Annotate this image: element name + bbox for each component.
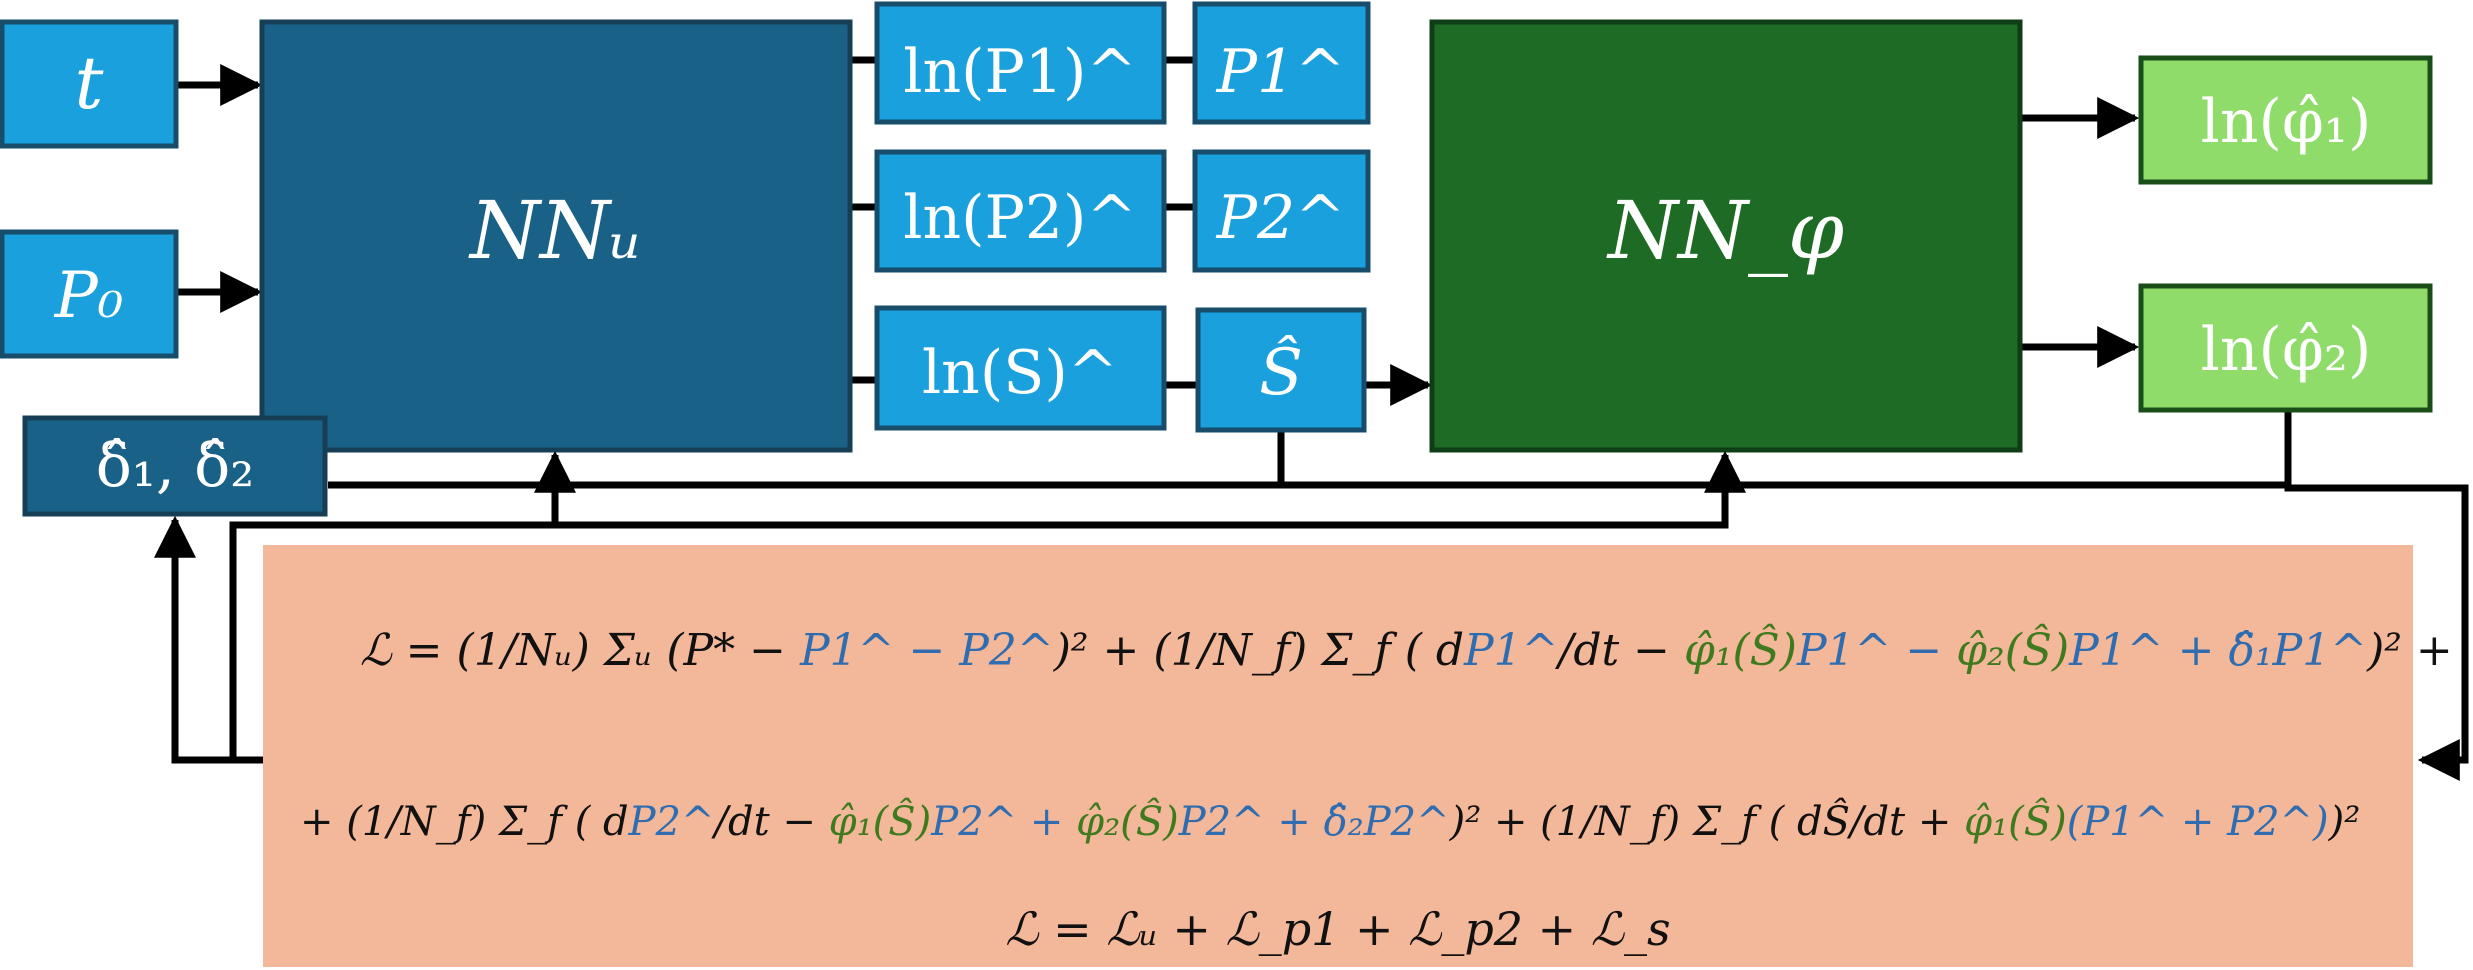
loss-l1-e: /dt − [1555,625,1685,676]
connectors [154,56,2469,781]
loss-l2-h: )² + (1/N_f) Σ_f ( dŜ/dt + [1449,798,1964,845]
ln-p2-box: ln(P2)^ [874,149,1167,273]
loss-l2-e: P2^ + [930,799,1076,845]
loss-l2-d: φ̂₁(Ŝ) [829,798,932,845]
ln-p2-label: ln(P2)^ [903,183,1136,253]
loss-l2-f: φ̂₂(Ŝ) [1076,798,1179,845]
out-phi1-box: ln(φ̂₁) [2138,55,2433,185]
loss-l2-i: φ̂₁(Ŝ) [1964,798,2067,845]
input-t-label: t [75,41,105,125]
ln-s-label: ln(S)^ [922,338,1118,408]
loss-equation-line3: ℒ = ℒᵤ + ℒ_p1 + ℒ_p2 + ℒ_s [1005,902,1670,956]
loss-l2-g: P2^ + δ̂₂P2^ [1178,799,1450,845]
loss-panel: ℒ = (1/Nᵤ) Σᵤ (P* − P1^ − P2^)² + (1/N_f… [263,545,2453,967]
out-phi1-label: ln(φ̂₁) [2201,87,2372,157]
loss-l1-a: ℒ = (1/Nᵤ) Σᵤ (P* − [360,625,800,676]
nn-u-block: NNᵤ [259,19,853,453]
nn-phi-block: NN_φ [1429,19,2023,453]
wire-loss-to-delta [154,515,263,764]
input-p0-label: P₀ [54,259,124,333]
s-hat-box: Ŝ [1195,307,1367,433]
loss-equation-line2: + (1/N_f) Σ_f ( dP2^/dt − φ̂₁(Ŝ)P2^ + φ̂… [300,798,2360,845]
delta-hat-label: δ̂₁, δ̂₂ [96,431,255,501]
loss-l1-i: P1^ + δ̂₁P1^ [2068,625,2367,676]
loss-l1-c: )² + (1/N_f) Σ_f ( d [1053,625,1464,676]
loss-l1-b: P1^ − P2^ [799,625,1054,676]
out-phi2-label: ln(φ̂₂) [2201,315,2372,385]
loss-l1-g: P1^ − [1796,625,1956,676]
loss-l2-a: + (1/N_f) Σ_f ( d [300,799,629,845]
wire-phi2-feedback [2284,410,2469,781]
loss-l1-d: P1^ [1463,625,1558,676]
nn-phi-label: NN_φ [1606,184,1844,277]
loss-equation-line1: ℒ = (1/Nᵤ) Σᵤ (P* − P1^ − P2^)² + (1/N_f… [360,623,2453,676]
p1-hat-box: P1^ [1192,1,1371,125]
input-t-box: t [0,19,179,149]
p2-hat-box: P2^ [1192,149,1371,273]
nn-u-label: NNᵤ [468,184,642,277]
loss-l2-c: /dt − [711,799,829,845]
s-hat-label: Ŝ [1259,334,1303,410]
loss-l1-j: )² + [2366,625,2453,676]
out-phi2-box: ln(φ̂₂) [2138,283,2433,413]
loss-l2-k: )² [2328,799,2361,845]
ln-s-box: ln(S)^ [874,305,1167,431]
loss-l1-f: φ̂₁(Ŝ) [1684,623,1797,676]
p2-hat-label: P2^ [1216,183,1346,253]
loss-l2-j: (P1^ + P2^) [2067,799,2329,845]
ln-p1-box: ln(P1)^ [874,1,1167,125]
loss-l2-b: P2^ [628,799,715,845]
ln-p1-label: ln(P1)^ [903,37,1136,107]
input-p0-box: P₀ [0,229,179,359]
loss-l1-h: φ̂₂(Ŝ) [1956,623,2069,676]
p1-hat-label: P1^ [1216,37,1346,107]
delta-hat-box: δ̂₁, δ̂₂ [22,415,328,517]
